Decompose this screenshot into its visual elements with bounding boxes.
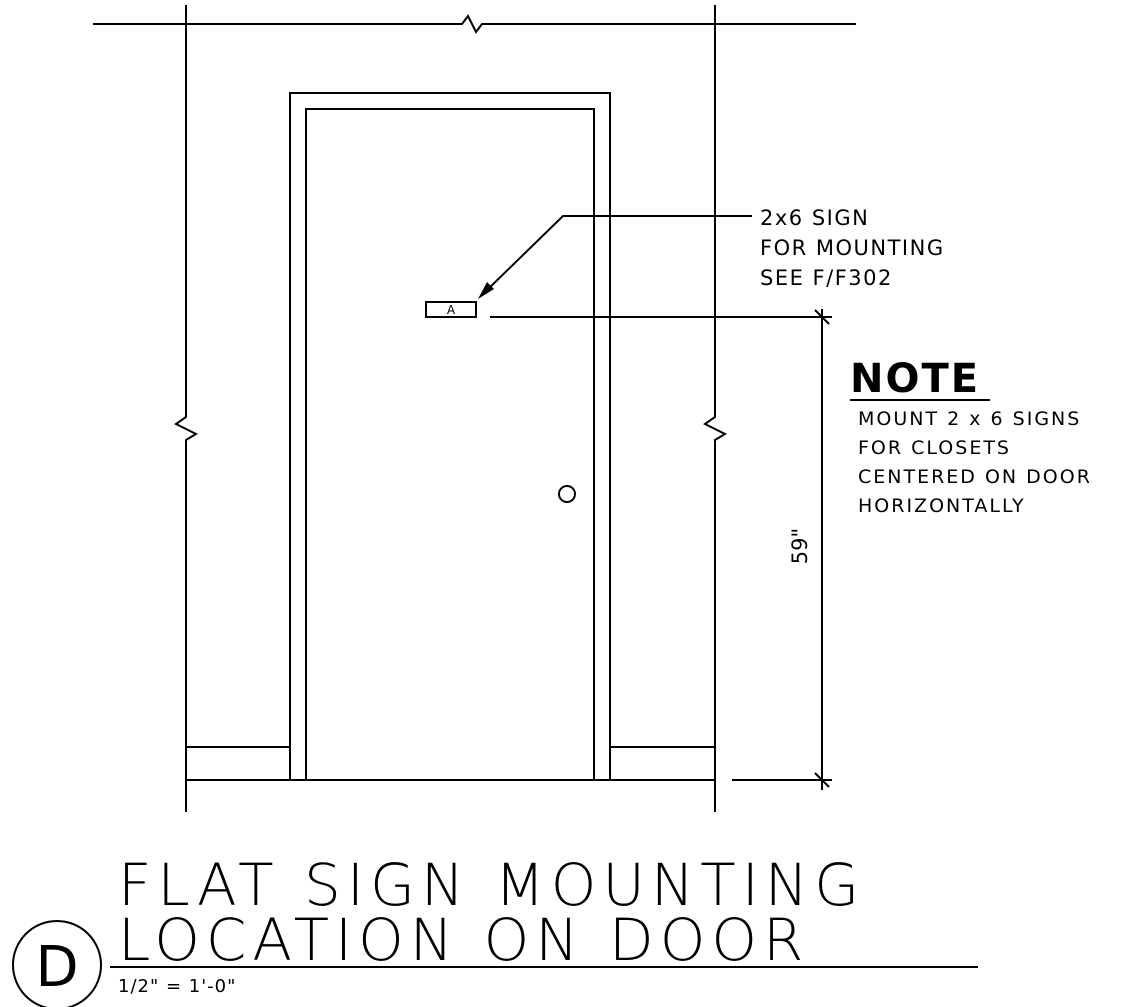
door-leaf [305, 108, 595, 780]
dimension-value: 59" [788, 528, 812, 564]
sign-label: A [447, 303, 456, 317]
note-heading: NOTE [850, 356, 980, 402]
callout-leader [483, 215, 752, 294]
callout-line-2: FOR MOUNTING [760, 236, 945, 260]
ceiling-line [93, 14, 856, 34]
door-knob [558, 485, 576, 503]
sign-rectangle [425, 301, 477, 318]
door-frame-outer [289, 92, 611, 780]
detail-letter: D [35, 935, 78, 1000]
detail-bubble [12, 920, 102, 1007]
title-line-2: LOCATION ON DOOR [118, 906, 809, 974]
dimension-tick-top [814, 309, 830, 325]
dimension-tick-bottom [814, 772, 830, 788]
note-line-4: HORIZONTALLY [858, 495, 1026, 517]
right-wall-line [703, 5, 728, 812]
callout-line-3: SEE F/F302 [760, 266, 893, 290]
callout-line-1: 2x6 SIGN [760, 206, 869, 230]
scale-label: 1/2" = 1'-0" [118, 976, 236, 997]
leader-arrowhead [478, 282, 494, 299]
left-wall-line [174, 5, 199, 812]
note-line-1: MOUNT 2 x 6 SIGNS [858, 408, 1081, 430]
note-line-3: CENTERED ON DOOR [858, 466, 1092, 488]
title-line-1: FLAT SIGN MOUNTING [118, 851, 865, 919]
note-line-2: FOR CLOSETS [858, 437, 1011, 459]
